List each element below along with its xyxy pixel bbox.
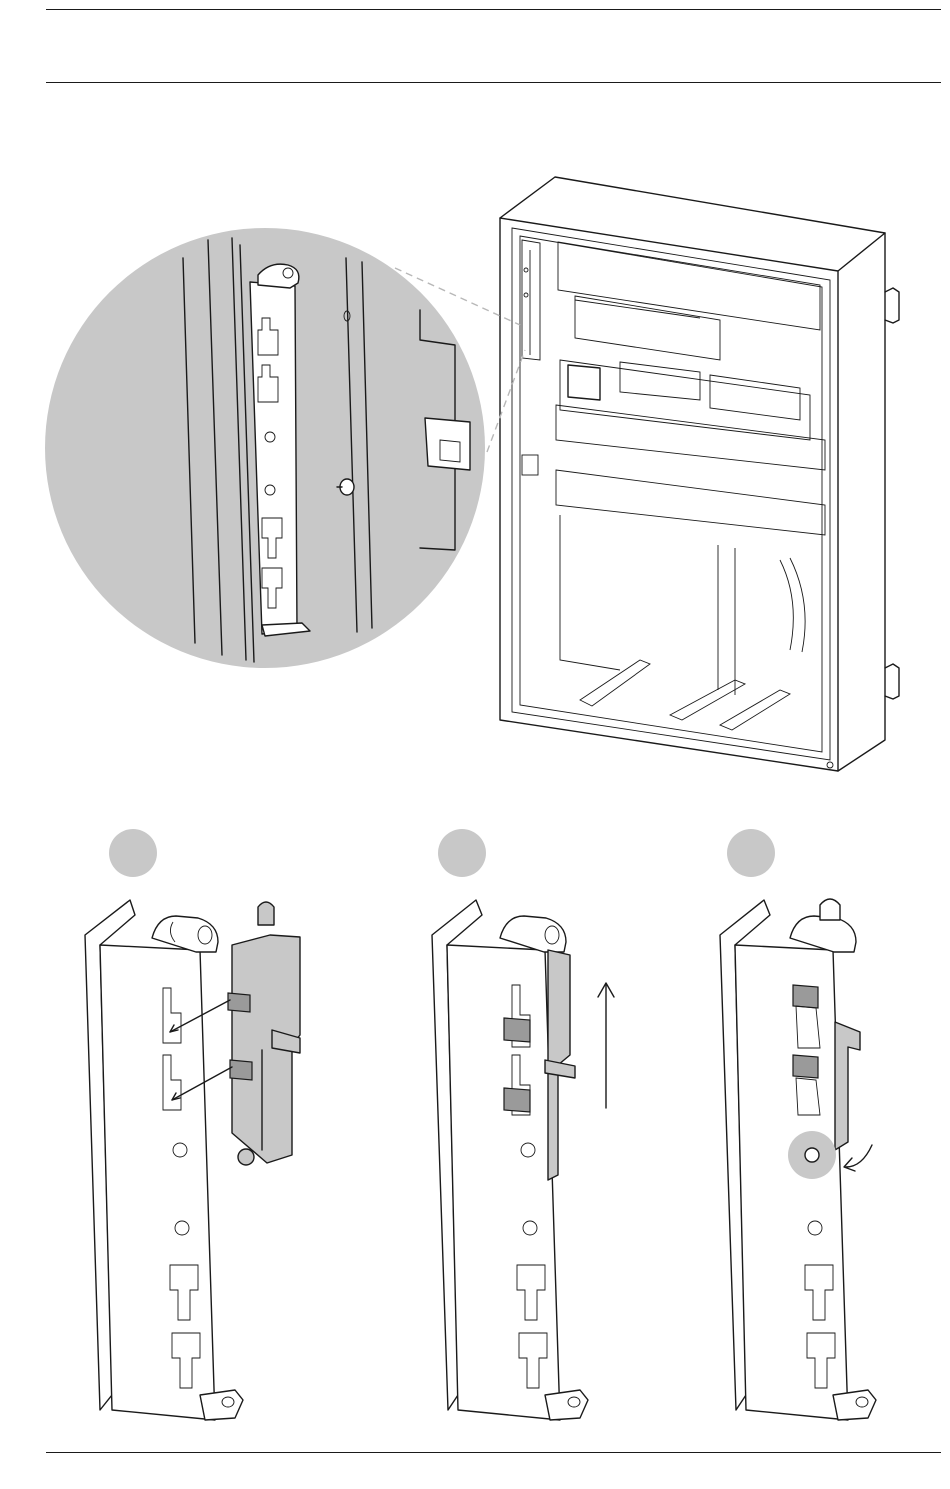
footer-rule: [46, 1452, 941, 1453]
